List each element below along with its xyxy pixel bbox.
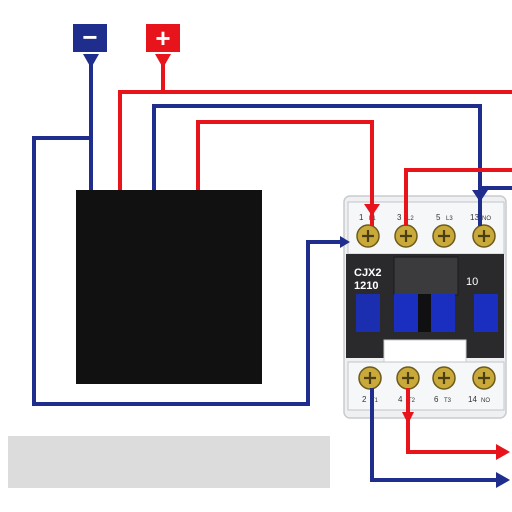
arrow-negative-down (83, 54, 99, 68)
bottom-label-14-num: 14 (468, 395, 477, 404)
wire-blue-to-terminal-13 (152, 104, 482, 226)
bottom-label-4-name: T2 (408, 398, 416, 404)
top-label-3-name: L2 (407, 216, 414, 222)
contactor-blue-pusher-left (394, 294, 418, 332)
wire-negative-loop (32, 136, 346, 406)
arrow-blue-to-coil (340, 236, 350, 248)
negative-symbol: − (82, 22, 97, 52)
bottom-screw-terminals (358, 366, 496, 390)
top-label-1-num: 1 (359, 213, 364, 222)
positive-terminal: + (146, 23, 180, 53)
wire-red-to-terminal-1 (196, 120, 374, 226)
contactor: CJX2 1210 10 1 L1 3 L2 5 L3 13 NO (343, 195, 507, 419)
arrow-blue-to-terminal-13 (472, 190, 488, 202)
wire-red-output (406, 388, 498, 454)
bottom-label-2-num: 2 (362, 395, 367, 404)
contactor-armature (393, 256, 459, 296)
bottom-label-6-name: T3 (444, 398, 452, 404)
wire-red-terminal-3 (404, 168, 512, 226)
arrow-red-output (496, 444, 510, 460)
arrow-positive-down (155, 54, 171, 68)
top-label-13-name: NO (482, 216, 491, 222)
arrow-blue-output (496, 472, 510, 488)
contactor-rating: 1210 (354, 280, 378, 292)
negative-terminal: − (73, 22, 107, 52)
caption-bar (8, 436, 330, 488)
contactor-model: CJX2 (354, 267, 382, 279)
arrow-red-output-top (402, 412, 414, 424)
bottom-label-2-name: T1 (371, 398, 379, 404)
arrow-red-to-terminal-1 (364, 204, 380, 216)
bottom-label-6-num: 6 (434, 395, 439, 404)
top-label-3-num: 3 (397, 213, 402, 222)
negative-terminal-box (73, 24, 107, 52)
wire-positive-to-module (118, 62, 165, 190)
wire-blue-output (370, 388, 498, 482)
bottom-label-4-num: 4 (398, 395, 403, 404)
positive-symbol: + (155, 23, 170, 53)
bottom-label-14-name: NO (481, 398, 490, 404)
control-module (76, 190, 262, 384)
positive-terminal-box (146, 24, 180, 52)
contactor-aux-contact: 10 (466, 276, 478, 288)
contactor-blue-pusher-mid (431, 294, 455, 332)
top-label-13-num: 13 (470, 213, 479, 222)
contactor-blue-pusher-right (474, 294, 498, 332)
top-label-5-name: L3 (446, 216, 453, 222)
top-label-5-num: 5 (436, 213, 441, 222)
